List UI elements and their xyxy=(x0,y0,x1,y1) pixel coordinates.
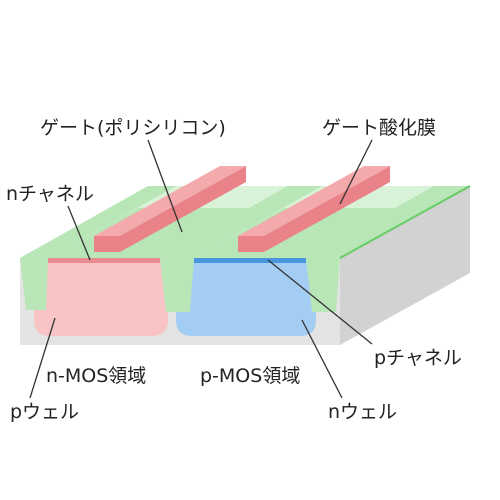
leader-gate xyxy=(147,139,183,233)
n-well-region xyxy=(176,262,316,336)
label-p-well: pウェル xyxy=(10,401,79,423)
sti-trench-left xyxy=(20,258,48,310)
p-well-region xyxy=(34,262,168,336)
gate-right-front-face xyxy=(238,236,264,252)
gate-right-top xyxy=(238,166,390,236)
label-n-mos-region: n-MOS領域 xyxy=(46,365,146,387)
n-channel-layer xyxy=(48,258,160,263)
label-n-channel: nチャネル xyxy=(6,183,94,205)
gate-left-front-face xyxy=(94,236,120,252)
label-n-well: nウェル xyxy=(328,401,397,423)
gate-left-right-face xyxy=(120,166,246,252)
label-gate-oxide: ゲート酸化膜 xyxy=(322,117,436,139)
leader-n-channel xyxy=(67,205,91,261)
top-edge-line xyxy=(339,185,471,259)
label-gate: ゲート(ポリシリコン) xyxy=(40,117,226,139)
leader-gate-oxide xyxy=(339,139,373,205)
label-p-mos-region: p-MOS領域 xyxy=(200,365,300,387)
isolation-top-strip-right xyxy=(306,186,470,258)
p-channel-layer xyxy=(194,258,306,263)
sti-trench-right xyxy=(306,258,340,312)
sti-trench-middle xyxy=(160,258,194,312)
label-p-channel: pチャネル xyxy=(374,347,462,369)
leader-p-well xyxy=(29,317,56,399)
leader-n-well xyxy=(301,319,343,399)
substrate-right-face xyxy=(340,186,470,345)
isolation-top-strip-middle xyxy=(160,186,322,258)
isolation-top-strip-left xyxy=(20,186,176,258)
leader-p-channel xyxy=(267,259,373,345)
gate-right-right-face xyxy=(264,166,390,252)
